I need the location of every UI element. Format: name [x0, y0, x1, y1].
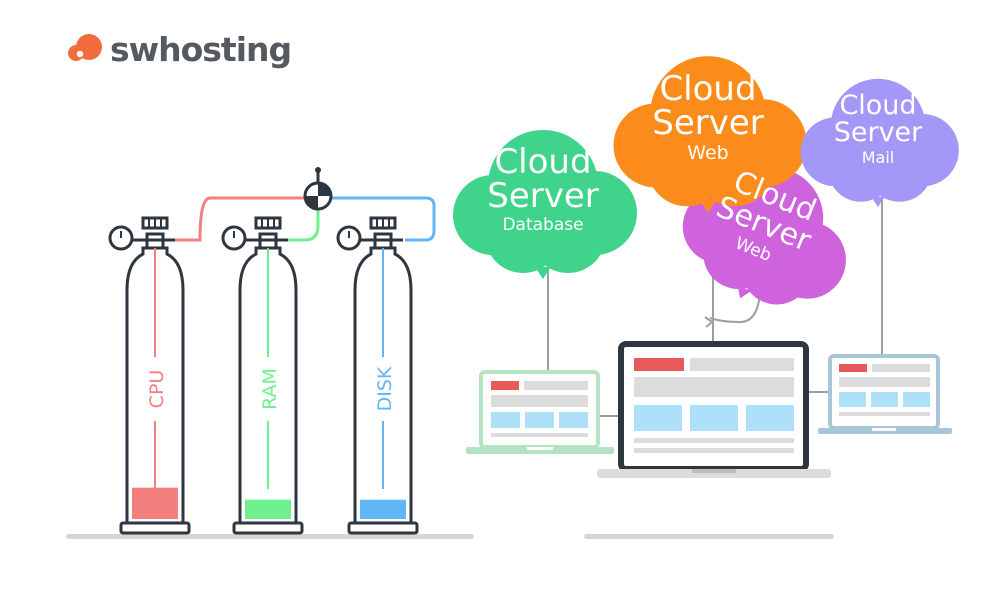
- tank-fill-level: [132, 487, 178, 519]
- cloud-mail-line1: Cloud: [839, 89, 917, 121]
- cloud-mail-line2: Server: [833, 116, 923, 148]
- tank-fill-level: [360, 499, 406, 519]
- tanks-floor: [66, 534, 474, 539]
- cloud-web-orange-line2: Server: [652, 102, 764, 143]
- tank-base: [347, 521, 419, 535]
- cloud-web-orange: [613, 56, 807, 213]
- cloud-mail: [800, 78, 959, 207]
- cloud-mail-line3: Mail: [861, 147, 895, 167]
- cloud-database-line3: Database: [502, 215, 584, 235]
- central-valve-icon: [303, 167, 333, 211]
- tank-label-ram: RAM: [259, 357, 281, 421]
- devices-floor: [584, 534, 834, 539]
- swhosting-logo-icon: [68, 34, 102, 61]
- database-laptop: [466, 370, 614, 454]
- web-laptop: [597, 341, 831, 478]
- tank-fill-level: [245, 499, 291, 519]
- ram-pipe: [288, 210, 320, 242]
- tank-label-cpu: CPU: [146, 357, 168, 421]
- cloud-web-orange-line1: Cloud: [659, 68, 757, 109]
- cloud-web-orange-line3: Web: [687, 141, 729, 164]
- tank-base: [119, 521, 191, 535]
- disk-pipe: [330, 196, 436, 242]
- mail-tablet: [818, 354, 952, 434]
- tank-base: [232, 521, 304, 535]
- brand-logo: swhosting: [66, 29, 292, 69]
- pipe-network: [172, 196, 436, 242]
- cpu-pipe: [172, 196, 305, 242]
- cloud-database-line1: Cloud: [494, 142, 592, 182]
- tank-label-disk: DISK: [374, 357, 396, 421]
- cloud-database: [453, 130, 637, 279]
- brand-name: swhosting: [110, 29, 292, 69]
- cloud-database-line2: Server: [487, 176, 599, 216]
